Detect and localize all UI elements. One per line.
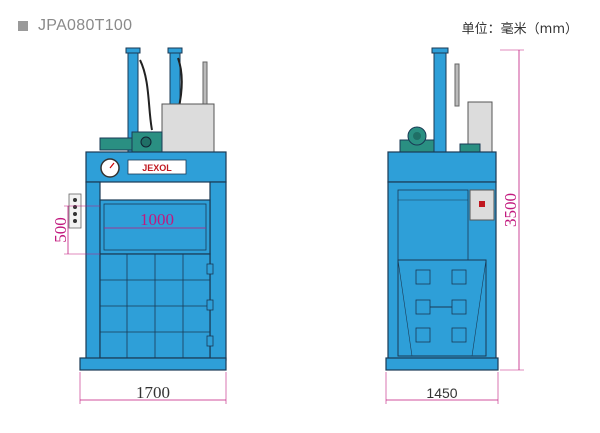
- overall-height-value: 3500: [501, 193, 520, 227]
- chamber-width-value: 1000: [140, 210, 174, 229]
- title-row: JPA080T100: [18, 16, 132, 36]
- dim-overall-width: 1700: [79, 372, 227, 404]
- emergency-stop-icon: [479, 201, 485, 207]
- side-guide-rod: [454, 63, 460, 107]
- hydraulic-hose: [139, 59, 153, 131]
- front-view: JEXOL 500: [51, 47, 227, 404]
- front-frame-column-left: [85, 181, 101, 361]
- side-top-beam: [387, 151, 497, 183]
- front-guide-rod: [202, 61, 208, 107]
- depth-value: 1450: [426, 385, 457, 401]
- side-view: 3500 1450: [385, 47, 524, 404]
- front-feed-door: [99, 199, 211, 255]
- overall-width-value: 1700: [136, 383, 170, 402]
- side-base: [385, 357, 499, 371]
- dim-chamber-width: 1000: [104, 210, 206, 229]
- brand-logo: JEXOL: [142, 163, 172, 173]
- side-door: [397, 259, 487, 357]
- front-base: [79, 357, 227, 371]
- title-bullet-square: [18, 21, 28, 31]
- dim-depth: 1450: [385, 372, 499, 404]
- front-control-box: [161, 103, 215, 153]
- side-cylinder-post: [433, 49, 447, 159]
- front-motor: [99, 137, 133, 151]
- dim-chamber-height: 500: [51, 205, 100, 255]
- chamber-height-value: 500: [51, 217, 70, 243]
- brand-logo-plate: [127, 159, 187, 175]
- model-title: JPA080T100: [38, 17, 133, 34]
- side-button-panel: [68, 193, 82, 229]
- unit-label: 单位：毫米（mm）: [461, 22, 578, 37]
- dim-overall-height: 3500: [500, 49, 524, 371]
